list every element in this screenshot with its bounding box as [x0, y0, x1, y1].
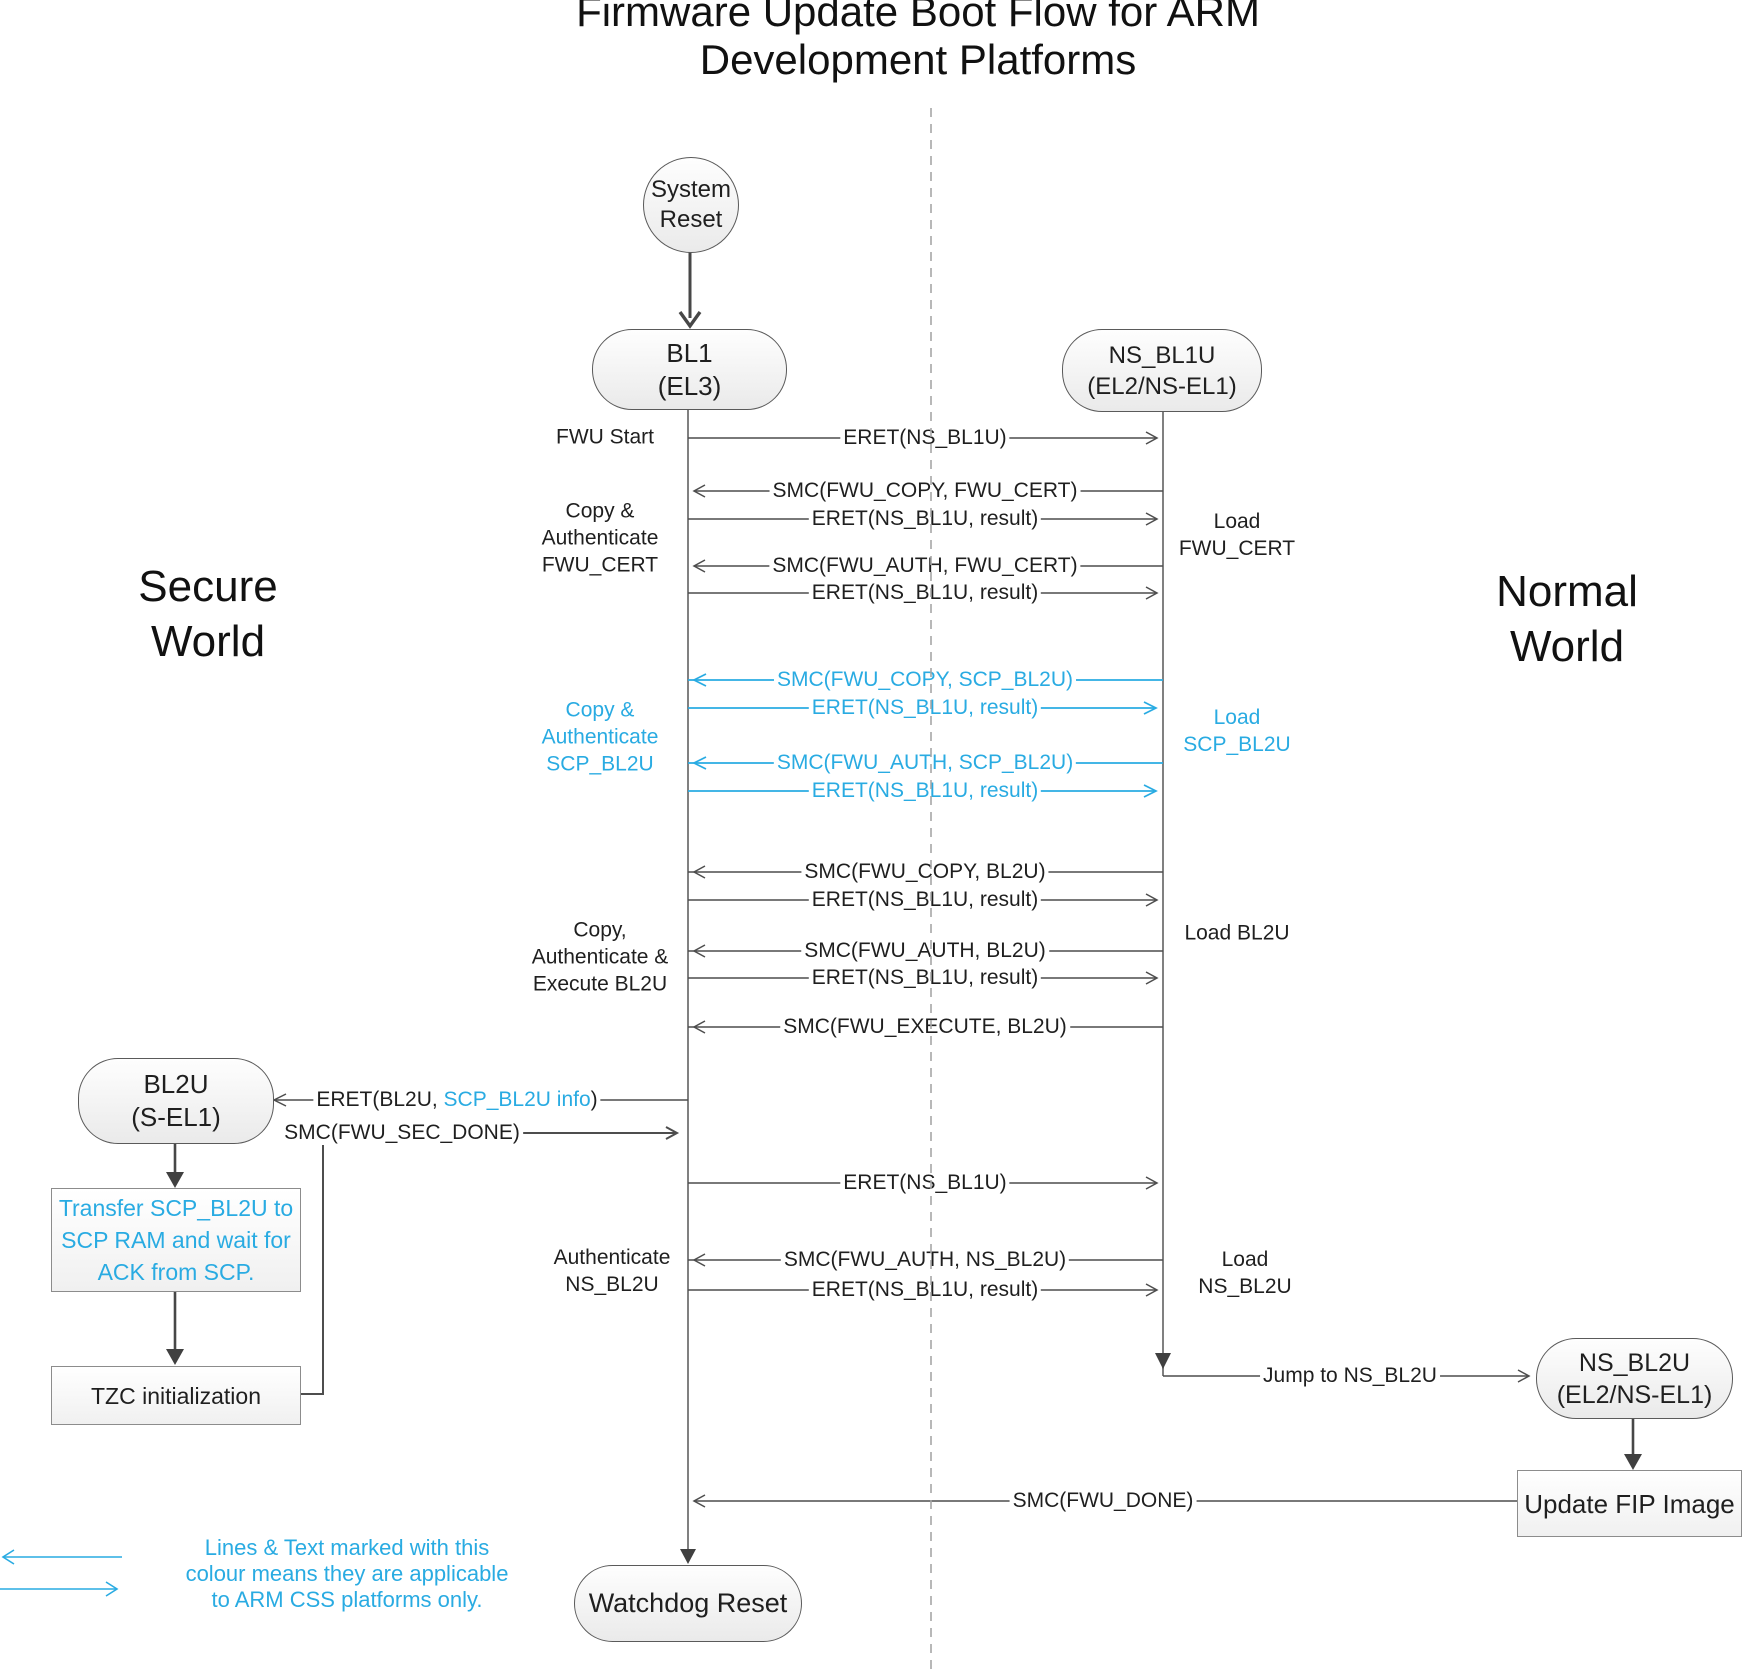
- activity-copy-auth-exec-bl2u: Copy, Authenticate & Execute BL2U: [531, 918, 669, 996]
- page-title: Firmware Update Boot Flow for ARM Develo…: [576, 0, 1260, 83]
- message-smc-fwu-copy-scp-bl2u: SMC(FWU_COPY, SCP_BL2U): [773, 668, 1077, 692]
- legend-text: Lines & Text marked with this colour mea…: [185, 1535, 509, 1612]
- tzc-arrowhead: [166, 1349, 184, 1365]
- activity-copy-auth-scp-bl2u: Copy & Authenticate SCP_BL2U: [541, 698, 659, 776]
- label-load-fwu-cert: Load FWU_CERT: [1178, 510, 1296, 560]
- node-watchdog-reset: Watchdog Reset: [574, 1565, 802, 1642]
- update-fip-arrowhead: [1624, 1454, 1642, 1470]
- message-eret-result-5: ERET(NS_BL1U, result): [808, 888, 1042, 912]
- message-smc-fwu-copy-fwu-cert: SMC(FWU_COPY, FWU_CERT): [769, 479, 1081, 503]
- eret-bl2u-post: ): [590, 1088, 598, 1111]
- message-eret-result-1: ERET(NS_BL1U, result): [808, 507, 1042, 531]
- message-eret-ns-bl1u-2: ERET(NS_BL1U): [840, 1171, 1010, 1195]
- message-eret-result-2: ERET(NS_BL1U, result): [808, 581, 1042, 605]
- activity-copy-auth-fwu-cert: Copy & Authenticate FWU_CERT: [541, 499, 659, 577]
- message-smc-fwu-sec-done: SMC(FWU_SEC_DONE): [281, 1121, 523, 1145]
- tzc-initialization-box: TZC initialization: [51, 1366, 301, 1425]
- label-load-bl2u: Load BL2U: [1184, 921, 1290, 945]
- normal-world-label: Normal World: [1496, 567, 1638, 671]
- message-smc-fwu-done: SMC(FWU_DONE): [1009, 1489, 1197, 1513]
- message-eret-ns-bl1u-1: ERET(NS_BL1U): [840, 426, 1010, 450]
- message-eret-bl2u-scp-info: ERET(BL2U, SCP_BL2U info): [313, 1088, 601, 1112]
- transfer-arrowhead: [166, 1172, 184, 1188]
- legend-arrows: [0, 1549, 122, 1597]
- watchdog-arrowhead: [680, 1549, 696, 1564]
- transfer-scp-bl2u-box: Transfer SCP_BL2U to SCP RAM and wait fo…: [51, 1188, 301, 1292]
- message-jump-to-ns-bl2u: Jump to NS_BL2U: [1260, 1364, 1440, 1388]
- message-eret-result-7: ERET(NS_BL1U, result): [808, 1278, 1042, 1302]
- message-smc-fwu-execute-bl2u: SMC(FWU_EXECUTE, BL2U): [780, 1015, 1070, 1039]
- node-system-reset: System Reset: [643, 157, 739, 253]
- system-reset-arrowhead: [678, 311, 702, 329]
- label-load-scp-bl2u: Load SCP_BL2U: [1183, 706, 1291, 756]
- label-load-ns-bl2u: Load NS_BL2U: [1198, 1248, 1292, 1298]
- message-smc-fwu-auth-bl2u: SMC(FWU_AUTH, BL2U): [801, 939, 1049, 963]
- node-ns-bl2u: NS_BL2U (EL2/NS-EL1): [1536, 1338, 1733, 1419]
- eret-bl2u-cyan-part: SCP_BL2U info: [443, 1088, 591, 1111]
- message-eret-result-3: ERET(NS_BL1U, result): [808, 696, 1042, 720]
- message-smc-fwu-auth-fwu-cert: SMC(FWU_AUTH, FWU_CERT): [769, 554, 1081, 578]
- ns-lifeline-end-arrowhead: [1155, 1353, 1171, 1369]
- eret-bl2u-pre: ERET(BL2U,: [316, 1088, 444, 1111]
- message-smc-fwu-auth-ns-bl2u: SMC(FWU_AUTH, NS_BL2U): [780, 1248, 1070, 1272]
- node-bl1: BL1 (EL3): [592, 329, 787, 410]
- message-smc-fwu-auth-scp-bl2u: SMC(FWU_AUTH, SCP_BL2U): [773, 751, 1077, 775]
- secure-world-label: Secure World: [138, 562, 278, 666]
- activity-auth-ns-bl2u: Authenticate NS_BL2U: [553, 1246, 671, 1296]
- message-eret-result-4: ERET(NS_BL1U, result): [808, 779, 1042, 803]
- node-ns-bl1u: NS_BL1U (EL2/NS-EL1): [1062, 329, 1262, 412]
- node-bl2u: BL2U (S-EL1): [78, 1058, 274, 1144]
- message-smc-fwu-copy-bl2u: SMC(FWU_COPY, BL2U): [801, 860, 1049, 884]
- message-eret-result-6: ERET(NS_BL1U, result): [808, 966, 1042, 990]
- activity-fwu-start: FWU Start: [556, 425, 654, 449]
- update-fip-image-box: Update FIP Image: [1517, 1470, 1742, 1537]
